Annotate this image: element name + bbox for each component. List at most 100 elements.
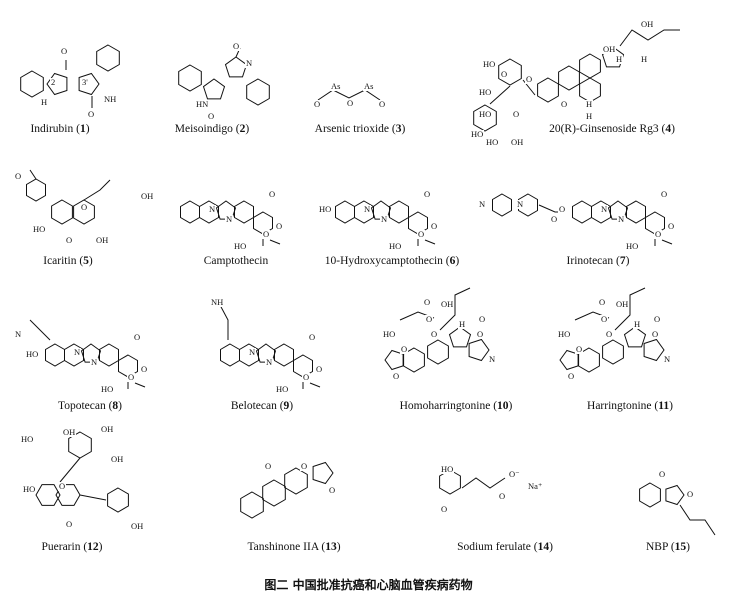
atom-label: O <box>262 229 271 239</box>
ring-hexagon <box>558 65 580 91</box>
atom-label: HO <box>32 224 47 234</box>
atom-label: O <box>417 229 426 239</box>
atom-label: O <box>651 329 660 339</box>
ring-hexagon <box>55 484 81 506</box>
atom-label: O <box>264 461 273 471</box>
atom-label: HO <box>100 384 115 394</box>
label-irinotecan: Irinotecan (7) <box>566 255 630 267</box>
label-harringtonine: Harringtonine (11) <box>587 400 673 412</box>
atom-label: O <box>600 314 609 324</box>
atom-label: O <box>423 189 432 199</box>
atom-label: O <box>558 204 567 214</box>
atom-label: HO <box>470 129 485 139</box>
label-topotecan: Topotecan (8) <box>57 400 123 412</box>
label-arsenic-trioxide: Arsenic trioxide (3) <box>314 123 406 135</box>
ring-pentagon <box>448 326 472 348</box>
ring-pentagon <box>46 72 68 96</box>
atom-label: HO <box>485 137 500 147</box>
ring-hexagon <box>473 104 497 132</box>
atom-label: O⁻ <box>508 469 521 479</box>
atom-label: HO <box>382 329 397 339</box>
atom-label: H <box>40 97 49 107</box>
ring-hexagon <box>626 200 646 224</box>
ring-hexagon <box>240 491 264 519</box>
atom-label: O <box>313 99 322 109</box>
atom-label: O <box>392 371 401 381</box>
bond <box>134 382 146 388</box>
atom-label: OH <box>62 427 77 437</box>
atom-label: O <box>308 332 317 342</box>
atom-label: HO <box>25 349 40 359</box>
atom-label: H <box>585 111 594 121</box>
atom-label: O <box>346 98 355 108</box>
ring-pentagon <box>312 461 334 485</box>
ring-pentagon <box>623 326 647 348</box>
bond <box>309 382 321 388</box>
atom-label: OH <box>95 235 110 245</box>
atom-label: O <box>605 329 614 339</box>
atom-label: 3' <box>81 77 89 87</box>
atom-label: O <box>550 214 559 224</box>
atom-label: O <box>127 372 136 382</box>
label-icaritin: Icaritin (5) <box>43 255 93 267</box>
atom-label: HO <box>20 434 35 444</box>
label-ginsenoside: 20(R)-Ginsenoside Rg3 (4) <box>549 123 675 135</box>
atom-label: HN <box>195 99 210 109</box>
ring-hexagon <box>234 200 254 224</box>
atom-label: HO <box>318 204 333 214</box>
ring-hexagon <box>35 484 61 506</box>
atom-label: O <box>65 235 74 245</box>
atom-label: O <box>268 189 277 199</box>
atom-label: HO <box>388 241 403 251</box>
atom-label: O <box>302 372 311 382</box>
ring-hexagon <box>220 343 240 367</box>
ring-pentagon <box>78 72 100 96</box>
ring-hexagon <box>427 339 449 365</box>
atom-label: N <box>663 354 672 364</box>
atom-label: O <box>667 221 676 231</box>
atom-label: O <box>598 297 607 307</box>
atom-label: NH <box>103 94 118 104</box>
atom-label: O <box>498 491 507 501</box>
atom-label: N <box>208 204 217 214</box>
label-homoharringtonine: Homoharringtonine (10) <box>399 400 513 412</box>
ring-hexagon <box>639 482 661 508</box>
atom-label: HO <box>557 329 572 339</box>
atom-label: OH <box>640 19 655 29</box>
label-sodium-ferulate: Sodium ferulate (14) <box>457 541 553 553</box>
atom-label: N <box>225 214 234 224</box>
atom-label: O <box>65 519 74 529</box>
atom-label: O <box>275 221 284 231</box>
atom-label: OH <box>440 299 455 309</box>
ring-hexagon <box>335 200 355 224</box>
atom-label: N <box>600 204 609 214</box>
label-hydroxycamptothecin: 10-Hydroxycamptothecin (6) <box>324 255 460 267</box>
atom-label: OH <box>615 299 630 309</box>
atom-label: O <box>567 371 576 381</box>
bond <box>29 319 51 341</box>
ring-hexagon <box>274 343 294 367</box>
atom-label: O <box>315 364 324 374</box>
atom-label: Na⁺ <box>527 481 544 491</box>
ring-hexagon <box>178 64 202 92</box>
atom-label: N <box>14 329 23 339</box>
ring-hexagon <box>180 200 200 224</box>
atom-label: O <box>425 314 434 324</box>
atom-label: O <box>476 329 485 339</box>
atom-label: H <box>640 54 649 64</box>
ring-hexagon <box>262 479 286 507</box>
ring-hexagon <box>578 347 600 373</box>
atom-label: N <box>617 214 626 224</box>
ring-hexagon <box>403 347 425 373</box>
atom-label: NH <box>210 297 225 307</box>
ring-hexagon <box>439 469 461 495</box>
atom-label: HO <box>482 59 497 69</box>
ring-hexagon <box>492 193 512 217</box>
ring-pentagon <box>665 484 685 506</box>
label-indirubin: Indirubin (1) <box>30 123 90 135</box>
atom-label: O <box>575 344 584 354</box>
atom-label: O <box>133 332 142 342</box>
atom-label: 2 <box>50 77 57 87</box>
atom-label: N <box>248 347 257 357</box>
